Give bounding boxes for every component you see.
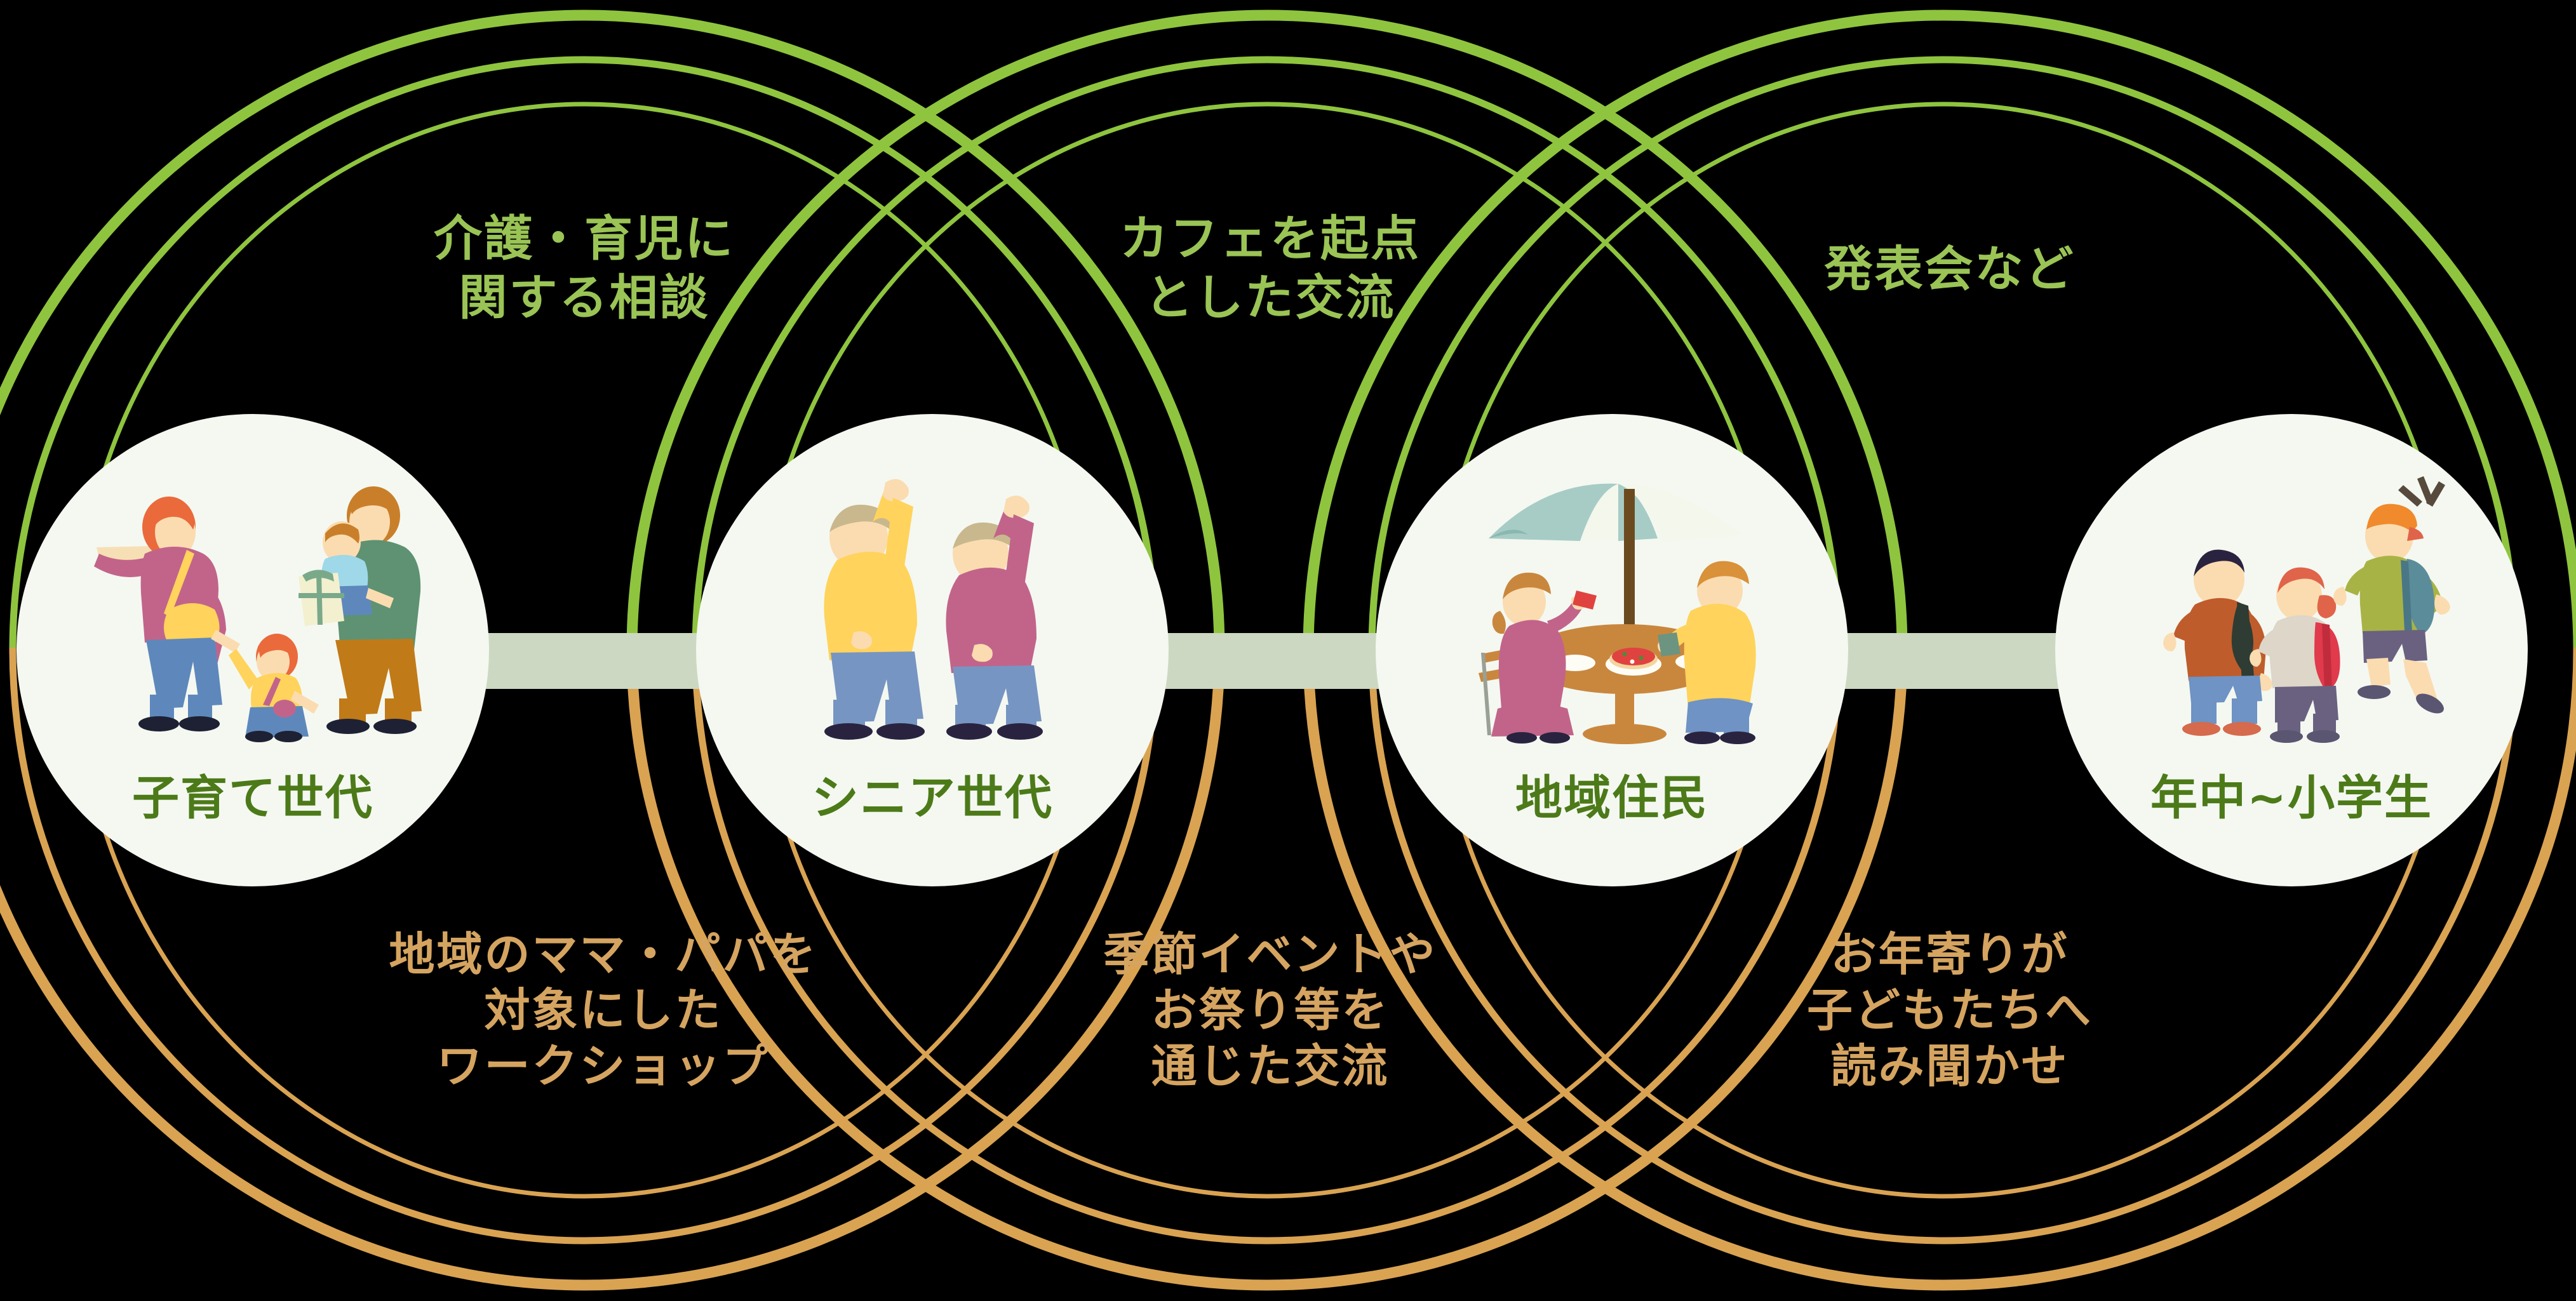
caption-top-3: 発表会など bbox=[1824, 241, 2076, 297]
node-chiiki[interactable]: 地域住民 bbox=[1376, 414, 1848, 886]
node-label-senior: シニア世代 bbox=[812, 771, 1053, 825]
cafe-terrace-table-parasol-illustration bbox=[1479, 483, 1756, 744]
two-seniors-stretching-illustration bbox=[824, 479, 1043, 740]
node-label-kosodate: 子育て世代 bbox=[132, 771, 373, 825]
three-schoolchildren-walking-illustration bbox=[2163, 476, 2450, 743]
node-senior[interactable]: シニア世代 bbox=[696, 414, 1169, 886]
caption-bottom-2: 季節イベントや お祭り等を 通じた交流 bbox=[1103, 928, 1437, 1093]
node-label-chiiki: 地域住民 bbox=[1515, 771, 1708, 825]
node-label-children: 年中~小学生 bbox=[2150, 771, 2432, 825]
caption-bottom-3: お年寄りが 子どもたちへ 読み聞かせ bbox=[1806, 928, 2093, 1093]
caption-bottom-1: 地域のママ・パパを 対象にした ワークショップ bbox=[389, 928, 818, 1093]
node-kosodate[interactable]: 子育て世代 bbox=[17, 414, 489, 886]
family-parents-with-children-illustration bbox=[94, 486, 422, 742]
node-children[interactable]: 年中~小学生 bbox=[2055, 414, 2528, 886]
caption-top-2: カフェを起点 とした交流 bbox=[1120, 210, 1421, 326]
caption-top-1: 介護・育児に 関する相談 bbox=[434, 210, 735, 326]
